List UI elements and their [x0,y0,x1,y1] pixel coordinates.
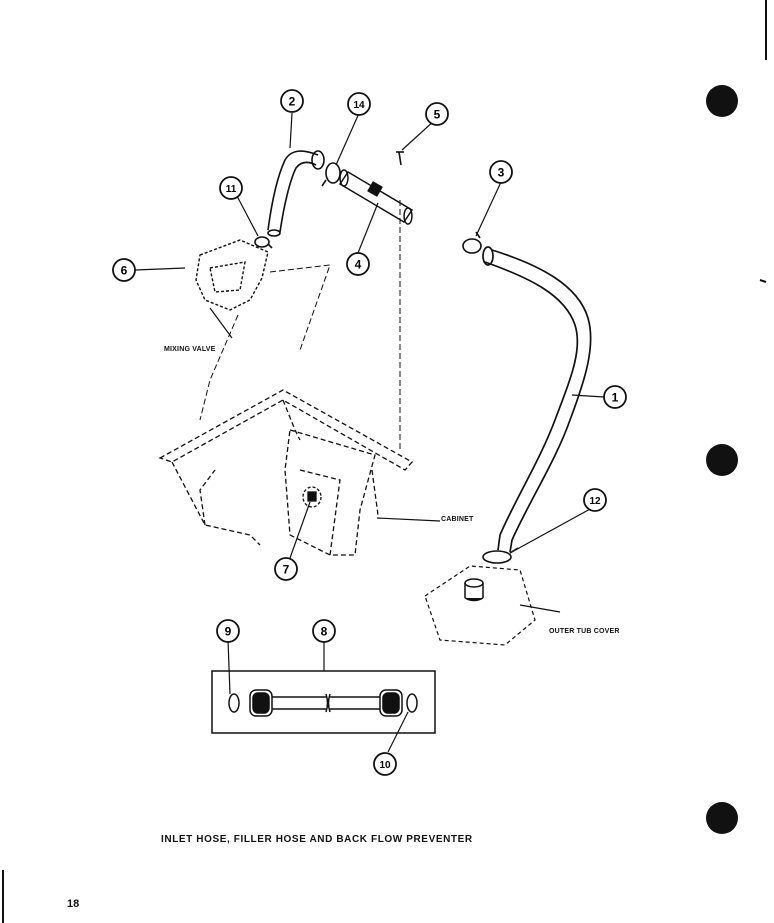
label-mixing-valve: MIXING VALVE [164,346,216,353]
cabinet-outline [158,389,414,556]
inlet-hose-8 [228,689,418,717]
callout-number: 12 [589,496,601,507]
callout-12: 12 [583,488,607,512]
callout-number: 14 [353,100,365,111]
callout-5: 5 [425,102,449,126]
callout-9: 9 [216,619,240,643]
callout-10: 10 [373,752,397,776]
clamp-12 [482,547,519,564]
callout-number: 1 [612,391,619,405]
callout-number: 10 [379,760,391,771]
callout-1: 1 [603,385,627,409]
label-cabinet: CABINET [441,516,474,523]
callout-4: 4 [346,252,370,276]
mixing-valve [195,239,269,311]
clamp-3 [462,231,482,254]
callout-number: 6 [121,264,128,278]
diagram-caption: INLET HOSE, FILLER HOSE AND BACK FLOW PR… [161,834,473,845]
callout-number: 5 [434,108,441,122]
leader-lines [134,110,605,753]
callout-7: 7 [274,557,298,581]
callout-number: 11 [226,184,237,195]
label-outer-tub-cover: OUTER TUB COVER [549,628,620,635]
callout-number: 9 [225,625,232,639]
outer-tub-cover [424,565,536,646]
clamp-11 [254,236,273,249]
fitting-4 [338,169,414,225]
cabinet-fitting [302,486,322,508]
binder-hole-top [706,85,738,117]
hose-2 [267,150,325,237]
callout-8: 8 [312,619,336,643]
callout-number: 3 [498,166,505,180]
hose-1 [482,246,592,553]
callout-3: 3 [489,160,513,184]
callout-number: 4 [355,258,362,272]
callout-6: 6 [112,258,136,282]
screw-5 [396,151,404,166]
tub-cover-inlet [464,578,484,602]
callout-11: 11 [219,176,243,200]
callout-number: 8 [321,625,328,639]
clamp-14 [321,162,341,187]
callout-14: 14 [347,92,371,116]
binder-hole-middle [706,444,738,476]
callout-2: 2 [280,89,304,113]
callout-number: 2 [289,95,296,109]
binder-hole-bottom [706,802,738,834]
alignment-lines [199,200,401,450]
page-number: 18 [67,898,80,910]
callout-number: 7 [283,563,290,577]
